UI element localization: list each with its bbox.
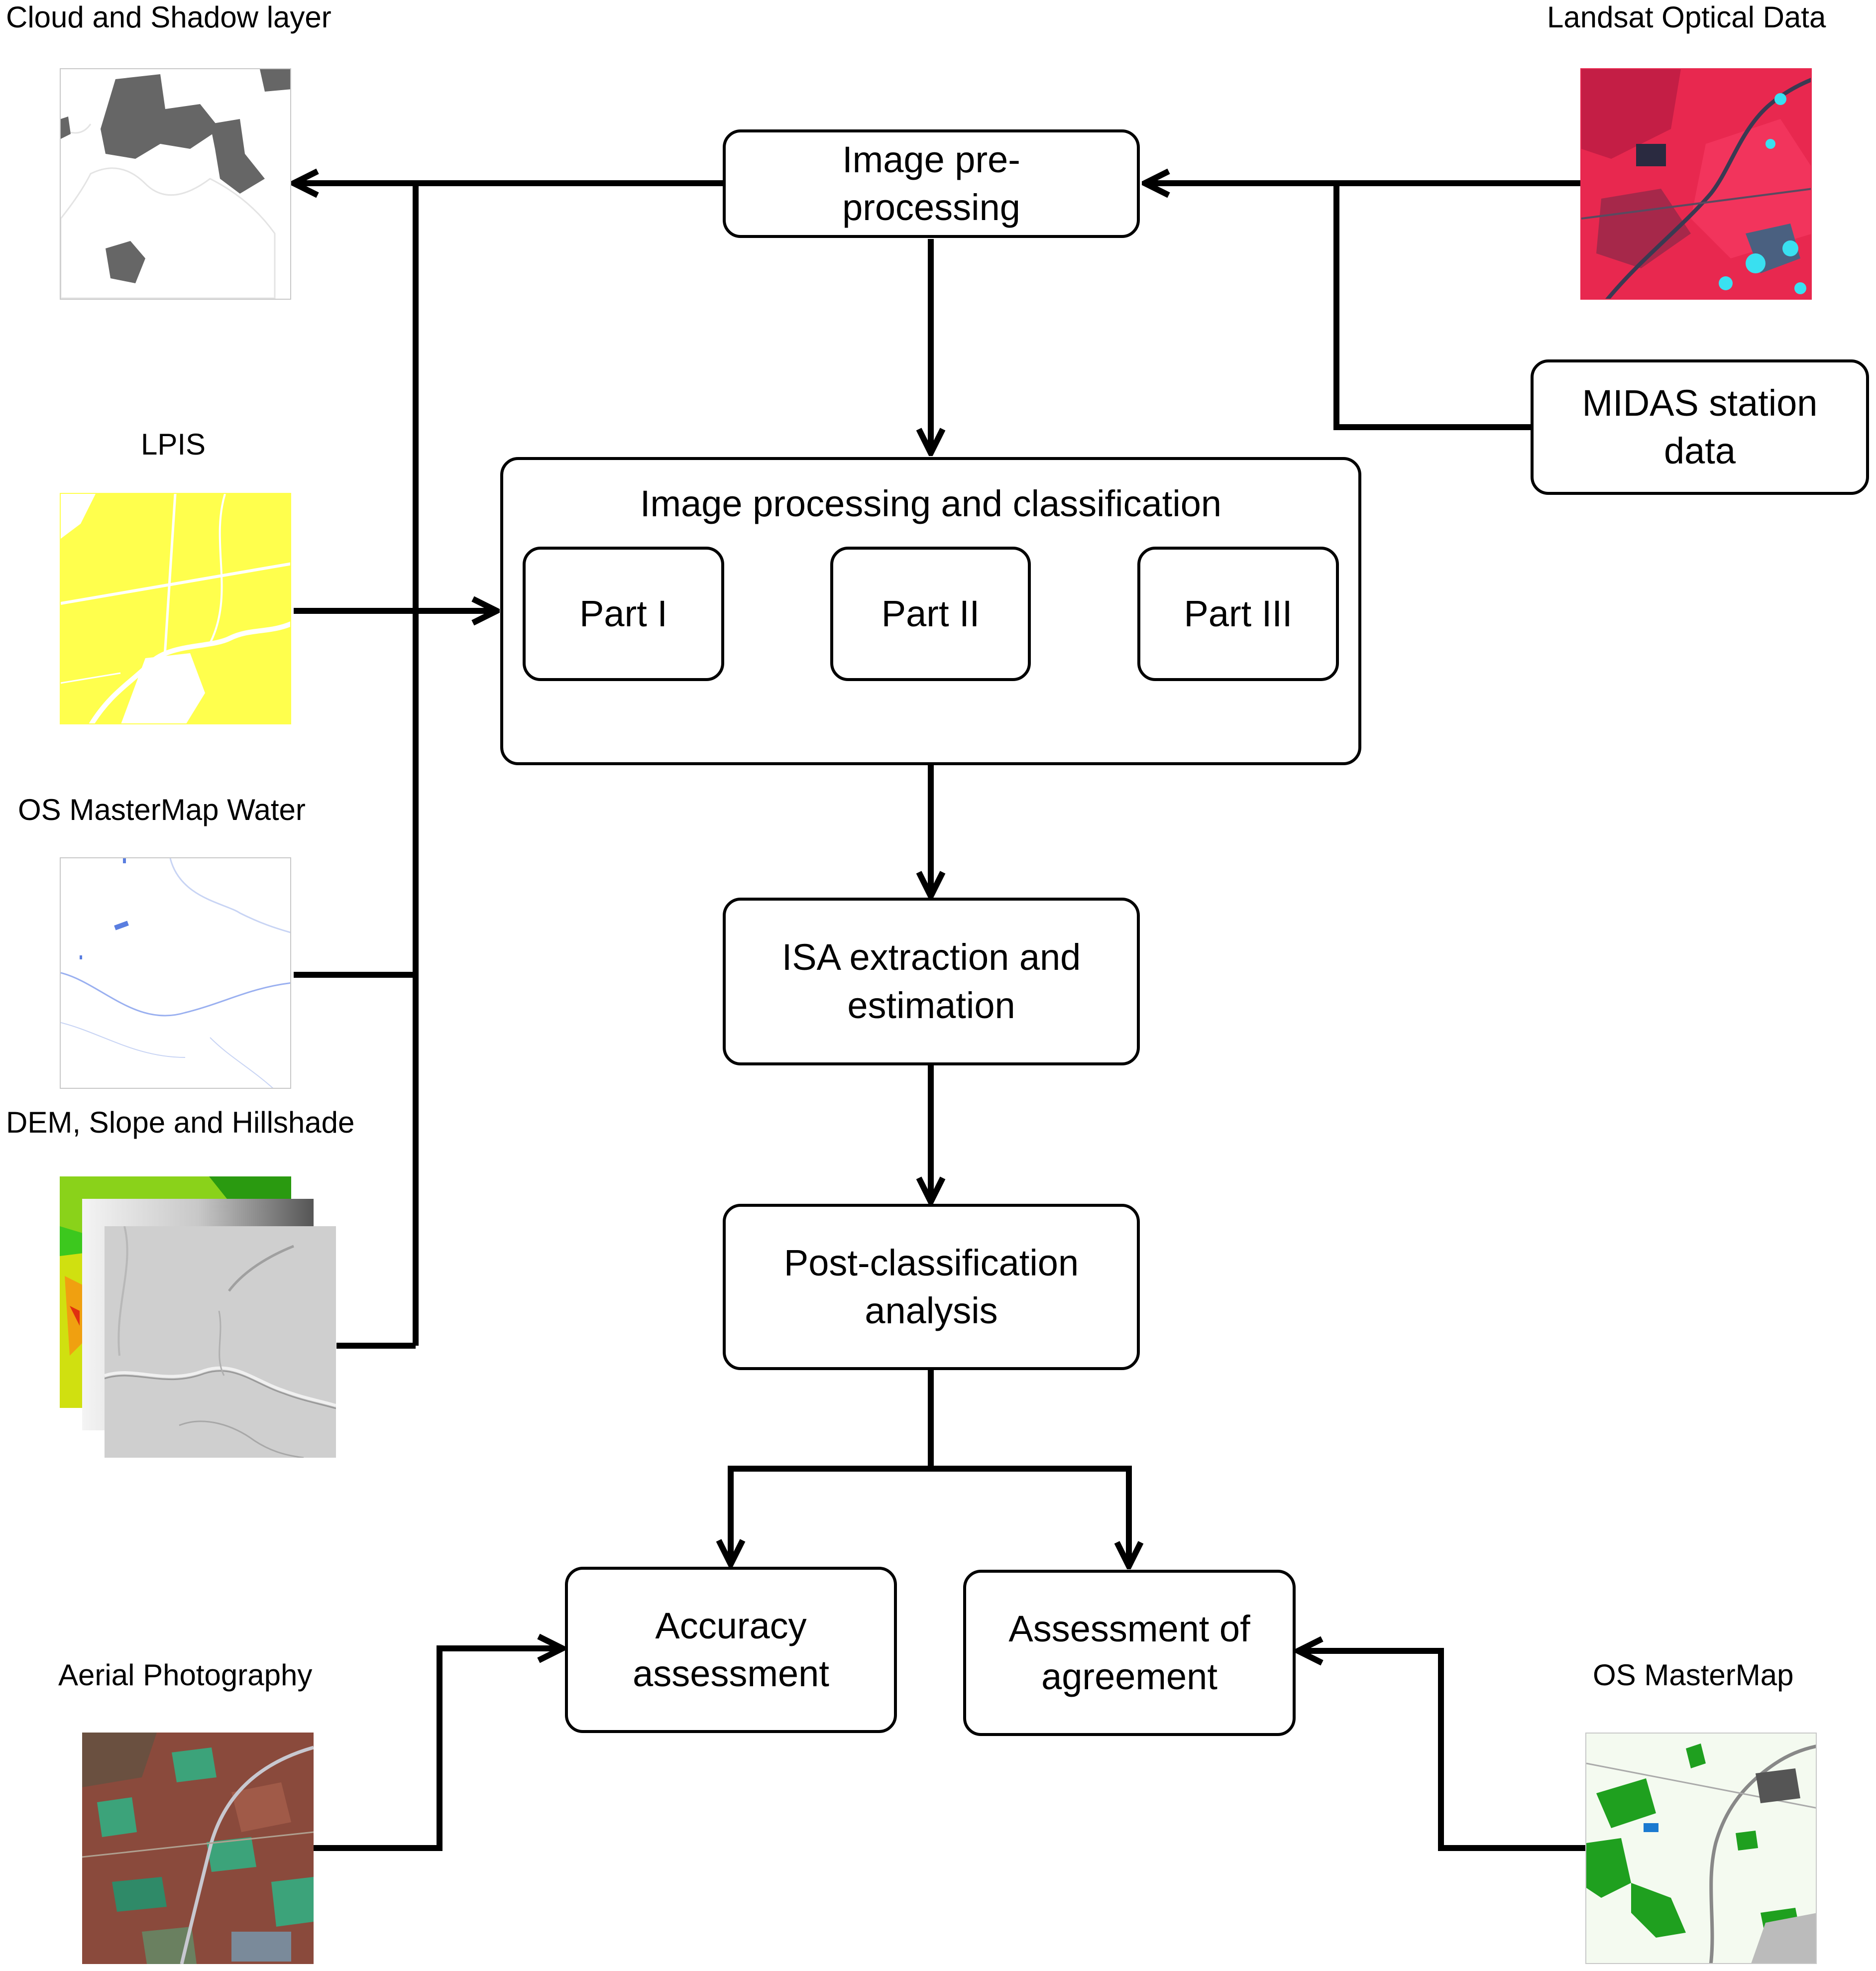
aerial-image <box>82 1733 314 1964</box>
part2-box: Part II <box>830 547 1031 681</box>
arrow-osmm-to-agreement <box>1298 1651 1588 1851</box>
part3-box: Part III <box>1137 547 1339 681</box>
part2-label: Part II <box>881 592 980 634</box>
processing-group-label: Image processing and classification <box>640 483 1222 524</box>
postclass-box: Post-classification analysis <box>723 1204 1140 1370</box>
preprocessing-label: Image pre-processing <box>842 138 1020 228</box>
osmm-image <box>1585 1733 1817 1964</box>
cloud-layer-label: Cloud and Shadow layer <box>6 0 331 34</box>
arrow-aerial-to-accuracy <box>314 1648 562 1851</box>
part1-label: Part I <box>579 592 667 634</box>
part3-label: Part III <box>1184 592 1293 634</box>
isa-box: ISA extraction and estimation <box>723 898 1140 1065</box>
agreement-label: Assessment of agreement <box>1008 1608 1250 1697</box>
lpis-label: LPIS <box>141 428 206 461</box>
preprocessing-box: Image pre-processing <box>723 129 1140 238</box>
osmm-label: OS MasterMap <box>1593 1658 1794 1692</box>
dem-label: DEM, Slope and Hillshade <box>6 1106 355 1139</box>
arrow-to-accuracy <box>731 1466 931 1564</box>
landsat-image <box>1580 68 1812 300</box>
water-label: OS MasterMap Water <box>18 793 306 826</box>
water-image <box>60 857 291 1089</box>
landsat-label: Landsat Optical Data <box>1547 0 1826 34</box>
part1-box: Part I <box>523 547 724 681</box>
aerial-label: Aerial Photography <box>58 1658 313 1692</box>
midas-box: MIDAS station data <box>1531 359 1869 495</box>
isa-label: ISA extraction and estimation <box>781 936 1081 1026</box>
hillshade-image <box>105 1226 336 1458</box>
arrow-to-agreement <box>931 1466 1129 1566</box>
midas-label: MIDAS station data <box>1582 382 1818 471</box>
lpis-image <box>60 493 291 724</box>
accuracy-label: Accuracy assessment <box>633 1605 829 1694</box>
postclass-label: Post-classification analysis <box>783 1242 1079 1331</box>
cloud-layer-image <box>60 68 291 300</box>
agreement-box: Assessment of agreement <box>963 1570 1296 1736</box>
accuracy-box: Accuracy assessment <box>565 1567 897 1733</box>
line-midas-to-bus <box>1333 183 1533 430</box>
